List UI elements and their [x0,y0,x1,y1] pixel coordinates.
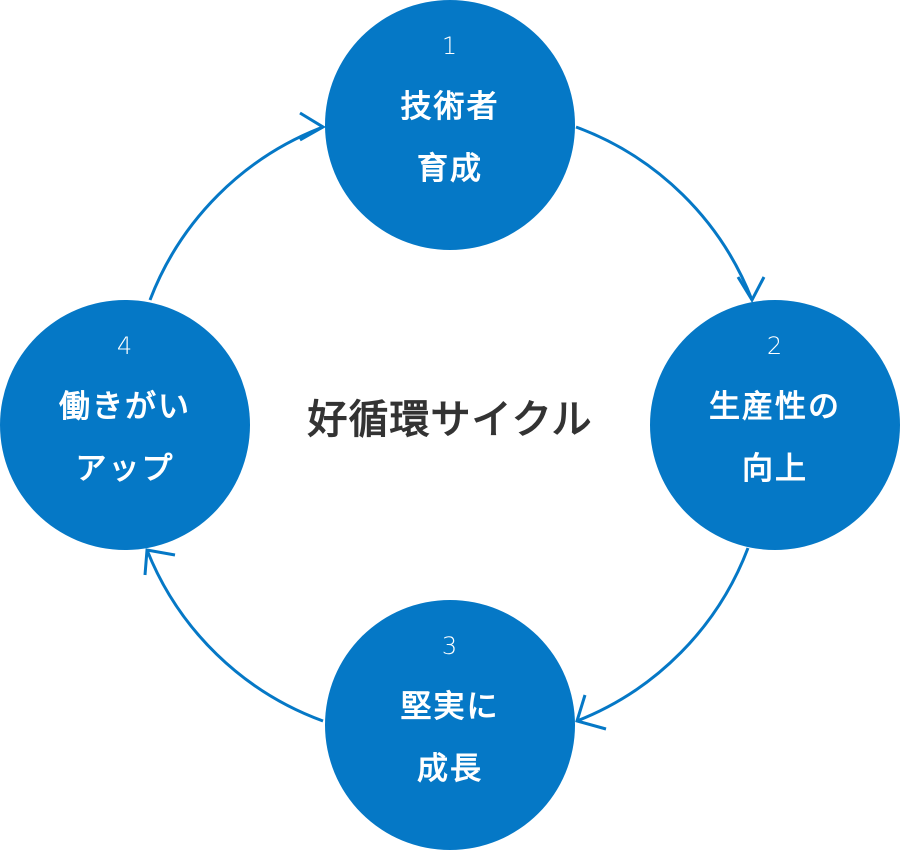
node-label: 技術者 育成 [401,76,500,200]
arrow-2-to-3 [576,547,750,723]
arrowhead-2-to-3 [575,694,607,731]
arrowhead-4-to-1 [299,111,326,142]
center-title: 好循環サイクル [307,397,593,443]
node-label-line: 成長 [417,751,483,787]
cycle-node-1: 1 技術者 育成 [325,0,575,250]
node-label: 働きがい アップ [59,376,191,500]
node-label: 生産性の 向上 [709,376,841,500]
node-number: 3 [441,632,459,660]
node-label-line: 生産性の [709,389,841,425]
node-label-line: 技術者 [400,89,500,125]
arrow-4-to-1 [148,125,324,301]
node-label-line: 向上 [742,451,808,487]
cycle-node-4: 4 働きがい アップ [0,300,250,550]
node-label-line: 堅実に [400,689,500,725]
node-label-line: 働きがい [59,389,191,425]
arrow-1-to-2 [575,125,754,301]
node-label-line: 育成 [417,151,483,187]
node-label: 堅実に 成長 [401,676,500,800]
cycle-node-2: 2 生産性の 向上 [650,300,900,550]
node-number: 4 [116,332,134,360]
arrowhead-3-to-4 [143,548,176,576]
node-number: 1 [441,32,459,60]
cycle-node-3: 3 堅実に 成長 [325,600,575,850]
node-label-line: アップ [75,451,175,487]
node-number: 2 [766,332,784,360]
arrow-3-to-4 [145,549,324,723]
arrowhead-1-to-2 [736,276,766,304]
